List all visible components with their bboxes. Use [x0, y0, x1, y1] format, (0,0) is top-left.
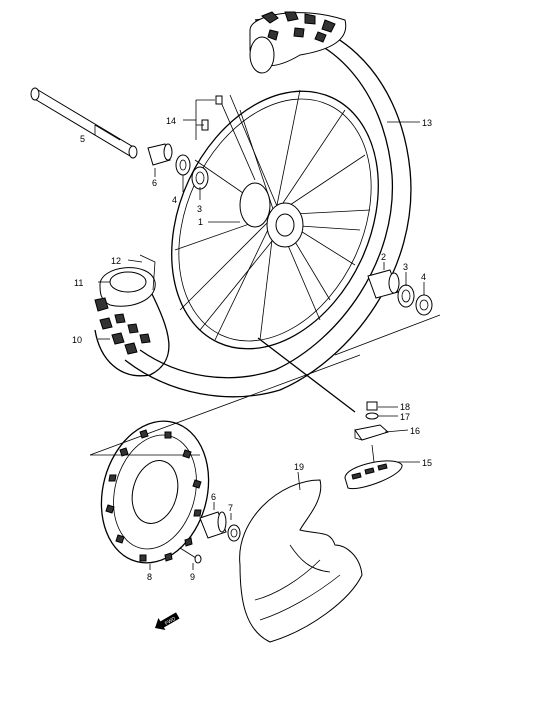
tube-and-tire-section: [94, 254, 170, 377]
callout-1: 1: [198, 217, 203, 227]
divider-lower: [89, 354, 361, 456]
tire: [124, 11, 412, 398]
callout-13: 13: [422, 118, 432, 128]
fwd-label: FWD: [164, 616, 177, 627]
oil-seal-lower: [227, 524, 241, 542]
rim-assembly: [171, 89, 379, 350]
rim-lock: [354, 401, 390, 441]
disc-guard: [239, 479, 363, 643]
callout-19: 19: [294, 462, 304, 472]
callout-5: 5: [80, 134, 85, 144]
fwd-arrow-icon: FWD: [155, 612, 180, 631]
callout-8: 8: [147, 572, 152, 582]
callout-6-upper: 6: [152, 178, 157, 188]
callout-4-right: 4: [421, 272, 426, 282]
bearing-left: [191, 166, 209, 190]
callout-7: 7: [228, 503, 233, 513]
callout-10: 10: [72, 335, 82, 345]
callout-17: 17: [400, 412, 410, 422]
divider-upper: [334, 314, 441, 356]
callout-11: 11: [74, 278, 83, 288]
callout-2: 2: [381, 252, 386, 262]
callouts: 1 2 3 3 4 4 5 6 6 7 8 9 10 11 12 13 14 1…: [72, 116, 432, 582]
callout-4-left: 4: [172, 195, 177, 205]
spacer-left: [147, 143, 173, 166]
rim-lock-pad: [344, 444, 403, 490]
bearing-right: [397, 284, 415, 308]
brake-disc: [100, 420, 210, 564]
callout-14: 14: [166, 116, 176, 126]
oil-seal-right: [415, 294, 433, 316]
callout-16: 16: [410, 426, 420, 436]
callout-12: 12: [111, 256, 121, 266]
callout-6-lower: 6: [211, 492, 216, 502]
callout-3-right: 3: [403, 262, 408, 272]
callout-9: 9: [190, 572, 195, 582]
callout-3-left: 3: [197, 204, 202, 214]
callout-18: 18: [400, 402, 410, 412]
callout-15: 15: [422, 458, 432, 468]
leader-lines: [94, 99, 425, 570]
spacer-right: [367, 269, 400, 299]
spacer-lower: [199, 511, 227, 539]
oil-seal-left: [175, 154, 191, 176]
axle: [30, 87, 138, 159]
spoke-nipple: [201, 95, 256, 181]
detail-leader: [257, 337, 356, 413]
disc-bolt: [179, 547, 202, 564]
